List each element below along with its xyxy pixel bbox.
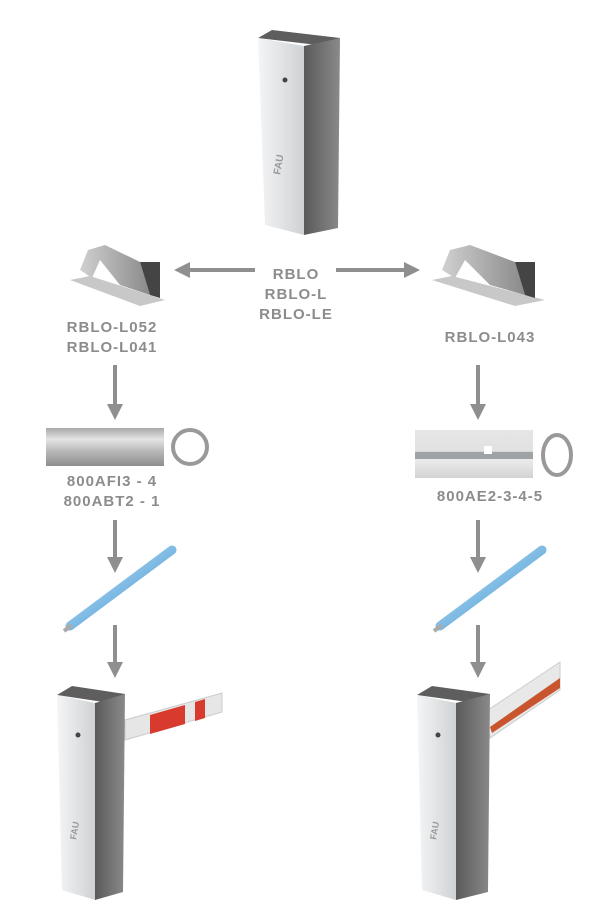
beam-left-image [62, 545, 177, 633]
model-label: RBLO-L [264, 286, 328, 303]
bracket-left-image [70, 245, 165, 306]
svg-text:FAU: FAU [272, 154, 286, 176]
tube-label: 800AE2-3-4-5 [436, 488, 544, 505]
tube-label: 800AFI3 - 4 [66, 473, 158, 490]
barrier-right-assembled-image: FAU [417, 661, 561, 900]
left-bracket-labels: RBLO-L052 RBLO-L041 [67, 318, 158, 358]
svg-text:FAU: FAU [68, 821, 81, 840]
barrier-left-assembled-image: FAU [57, 686, 223, 900]
bracket-right-image [432, 245, 545, 306]
tube-left-image [46, 428, 209, 466]
left-tube-labels: 800AFI3 - 4 800ABT2 - 1 [64, 472, 161, 512]
bracket-label: RBLO-L041 [66, 339, 158, 356]
bracket-label: RBLO-L043 [444, 329, 536, 346]
right-tube-labels: 800AE2-3-4-5 [437, 487, 543, 507]
model-label: RBLO-LE [259, 306, 333, 323]
right-bracket-labels: RBLO-L043 [445, 328, 536, 348]
tube-right-image [415, 430, 573, 478]
bracket-label: RBLO-L052 [66, 319, 158, 336]
svg-text:FAU: FAU [428, 821, 441, 840]
center-model-labels: RBLO RBLO-L RBLO-LE [259, 265, 333, 325]
barrier-post-top-image: FAU [258, 30, 340, 235]
beam-right-image [432, 545, 547, 633]
tube-label: 800ABT2 - 1 [63, 493, 161, 510]
model-label: RBLO [272, 266, 320, 283]
